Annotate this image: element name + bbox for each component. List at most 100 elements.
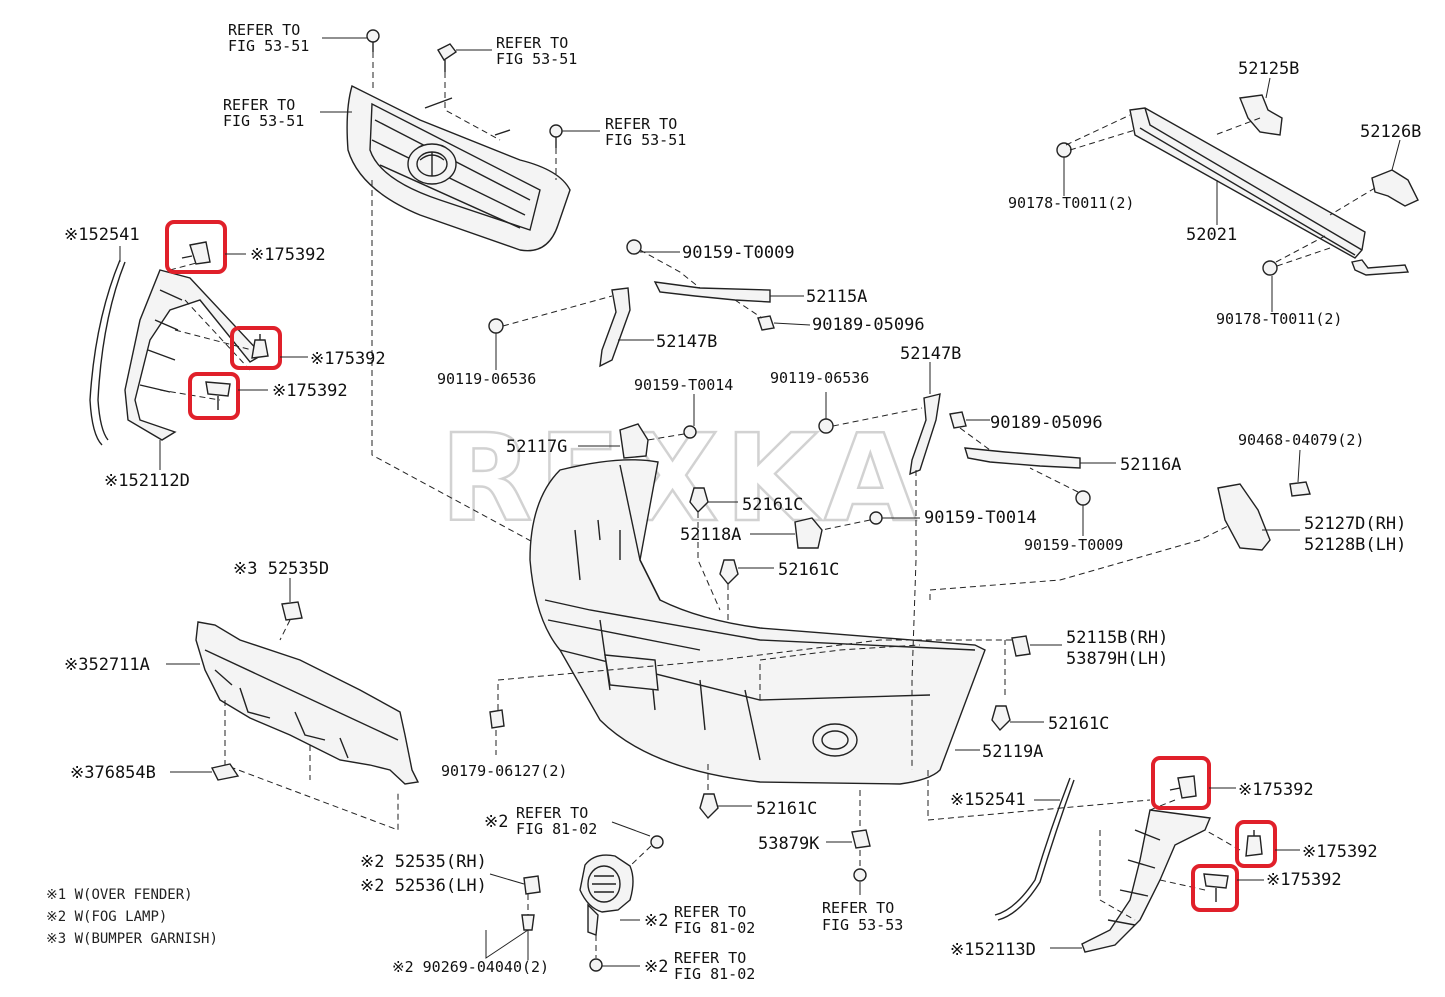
part-label-90119-06536-right: 90119-06536 [770,369,869,387]
svg-text:FIG 53-51: FIG 53-51 [496,50,577,68]
part-label-52021: 52021 [1186,225,1237,245]
part-label-52115B-RH: 52115B(RH) [1066,628,1168,648]
part-label-90189-05096-upper: 90189-05096 [812,315,925,335]
bracket-52147B-right-part [818,362,941,476]
clip-right-2-icon [1245,830,1263,857]
part-label-175392-left-2: ※175392 [310,349,386,369]
part-label-175392-right-1: ※175392 [1238,780,1314,800]
part-label-90178-T0011-upper: 90178-T0011(2) [1008,194,1134,212]
part-label-53879H-LH: 53879H(LH) [1066,649,1168,669]
refer-label-6: REFER TO FIG 81-02 [674,903,755,937]
svg-text:REFER TO: REFER TO [822,899,894,917]
part-label-fog-note-3: ※2 [644,911,668,931]
note-3: ※3 W(BUMPER GARNISH) [46,931,218,947]
part-label-52115A: 52115A [806,287,867,307]
highlight-clip-right-2 [1235,820,1277,868]
note-2: ※2 W(FOG LAMP) [46,909,167,925]
part-label-152112D: ※152112D [104,471,190,491]
part-label-52128B-LH: 52128B(LH) [1304,535,1406,555]
part-label-52161C-2: 52161C [778,560,839,580]
highlight-clip-left-2 [230,326,282,370]
clip-52161C-3-icon [991,705,1044,732]
fog-lamp-part [485,821,664,972]
part-label-52147B-right: 52147B [900,344,961,364]
nut-90179-icon [489,709,505,729]
bumper-reinforcement-part [1056,77,1419,312]
svg-text:FIG 81-02: FIG 81-02 [674,919,755,937]
part-label-90269-04040: ※2 90269-04040(2) [392,958,549,976]
part-label-152113D: ※152113D [950,940,1036,960]
clip-right-1-icon [1169,775,1197,799]
part-label-52119A: 52119A [982,742,1043,762]
refer-label-3: REFER TO FIG 53-51 [223,96,304,130]
highlight-clip-left-3 [188,372,240,420]
part-label-90178-T0011-lower: 90178-T0011(2) [1216,310,1342,328]
clip-left-2-icon [251,334,269,359]
part-label-52126B: 52126B [1360,122,1421,142]
svg-text:FIG 81-02: FIG 81-02 [516,820,597,838]
part-label-52117G: 52117G [506,437,567,457]
part-label-52161C-1: 52161C [742,495,803,515]
note-1: ※1 W(OVER FENDER) [46,887,193,903]
nut-53879K-icon [826,829,871,895]
part-label-52125B: 52125B [1238,59,1299,79]
part-label-52161C-4: 52161C [756,799,817,819]
part-label-76854B: ※376854B [70,763,156,783]
clip-52161C-4-icon [699,793,752,820]
part-label-fog-note-4: ※2 [644,957,668,977]
bumper-garnish-part [166,578,420,831]
retainer-52115B-icon [1011,635,1062,657]
clip-52161C-2-icon [719,559,774,625]
part-label-90468-04079: 90468-04079(2) [1238,431,1364,449]
part-label-52118A: 52118A [680,525,741,545]
grille-part [346,84,571,252]
legend-notes: ※1 W(OVER FENDER) ※2 W(FOG LAMP) ※3 W(BU… [46,887,218,947]
grille-fasteners [320,29,641,601]
part-label-52127D-RH: 52127D(RH) [1304,514,1406,534]
retainer-52116A-part [949,411,1116,536]
svg-text:REFER TO: REFER TO [516,804,588,822]
part-label-175392-right-3: ※175392 [1266,870,1342,890]
bracket-52127D-part [1217,449,1311,551]
highlight-clip-left-1 [165,220,227,274]
part-label-90159-T0014-lower: 90159-T0014 [924,508,1037,528]
retainer-52115A-part [626,239,811,331]
bumper-dashed-guides [495,470,1231,830]
front-bumper-cover-part [529,459,986,785]
svg-text:FIG 53-51: FIG 53-51 [605,131,686,149]
part-label-fog-note-2: ※2 [484,812,508,832]
svg-text:FIG 81-02: FIG 81-02 [674,965,755,983]
right-over-fender-part [994,777,1241,953]
part-label-175392-left-1: ※175392 [250,245,326,265]
bracket-52147B-left-part [488,287,654,370]
part-label-53879K: 53879K [758,834,820,854]
part-label-152541-right: ※152541 [950,790,1026,810]
refer-label-4: REFER TO FIG 53-51 [605,115,686,149]
clip-left-3-icon [205,381,231,410]
part-label-52161C-3: 52161C [1048,714,1109,734]
highlight-clip-right-3 [1191,864,1239,912]
svg-text:REFER TO: REFER TO [228,21,300,39]
refer-label-1: REFER TO FIG 53-51 [228,21,309,55]
part-label-152541-left: ※152541 [64,225,140,245]
part-label-90189-05096-lower: 90189-05096 [990,413,1103,433]
refer-label-7: REFER TO FIG 81-02 [674,949,755,983]
refer-label-5: REFER TO FIG 81-02 [516,804,597,838]
part-label-90119-06536-left: 90119-06536 [437,370,536,388]
part-label-52535D: ※3 52535D [233,559,329,579]
part-label-175392-left-3: ※175392 [272,381,348,401]
part-label-52147B-left: 52147B [656,332,717,352]
part-label-90159-T0009-lower: 90159-T0009 [1024,536,1123,554]
highlight-clip-right-1 [1151,756,1211,810]
refer-label-2: REFER TO FIG 53-51 [496,34,577,68]
part-label-90159-T0009-upper: 90159-T0009 [682,243,795,263]
svg-text:REFER TO: REFER TO [223,96,295,114]
part-label-52535-RH: ※2 52535(RH) [360,852,487,872]
bracket-52118A-part [750,511,920,549]
part-label-52536-LH: ※2 52536(LH) [360,876,487,896]
part-label-175392-right-2: ※175392 [1302,842,1378,862]
svg-text:REFER TO: REFER TO [674,949,746,967]
svg-text:FIG 53-51: FIG 53-51 [228,37,309,55]
bracket-52117G-part [578,394,697,459]
part-label-52711A: ※352711A [64,655,150,675]
